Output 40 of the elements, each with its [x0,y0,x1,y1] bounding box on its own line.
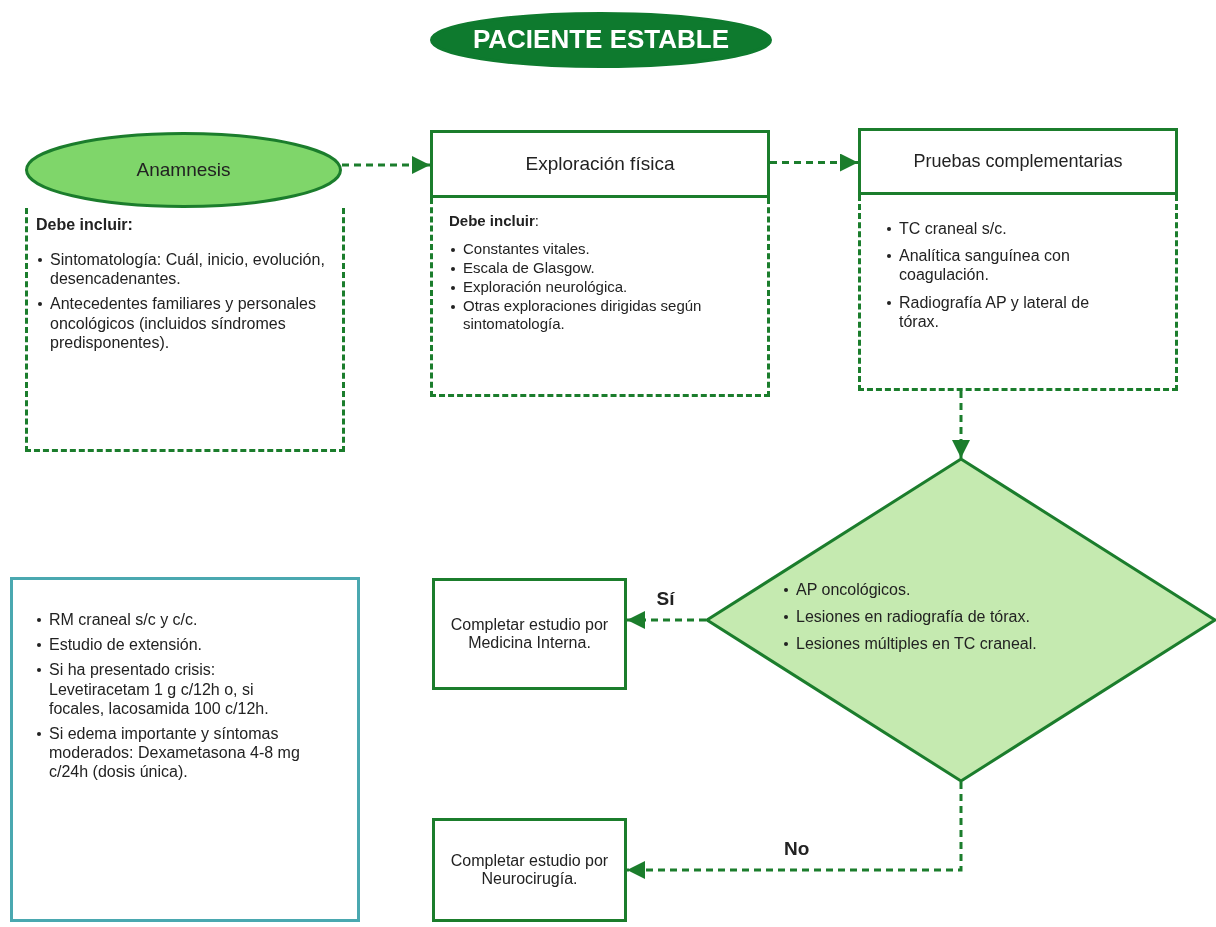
arrow [952,391,970,458]
node-text: Anamnesis [136,159,231,181]
bullet-item: Antecedentes familiares y personales oncológicos (incluidos síndromes predisponentes). [36,294,336,352]
note-box [430,198,770,397]
node-text: Completar estudio por Neurocirugía. [449,851,610,889]
bullet-item: Constantes vitales. [449,240,761,258]
process-box [430,130,770,198]
heading-text: Debe incluir: [449,212,541,229]
arrow [770,153,858,172]
bullet-item: Lesiones múltiples en TC craneal. [782,634,1196,654]
bullet-item: AP oncológicos. [782,580,1196,600]
note-box [10,577,360,922]
bullet-item: Radiografía AP y lateral de tórax. [885,292,1125,331]
arrow [627,782,963,879]
bullet-item: TC craneal s/c. [885,219,1125,239]
heading-text: Debe incluir: [36,216,134,234]
note-box [858,195,1178,391]
bullet-item: Si edema importante y síntomas moderados: Dexametasona 4-8 mg c/24h (dosis única). [35,723,307,782]
process-box [858,128,1178,195]
note-box [25,208,345,452]
arrow [627,611,706,629]
bullet-item: RM craneal s/c y c/c. [35,610,307,630]
bullet-item: Analítica sanguínea con coagulación. [885,246,1125,285]
start-ellipse [25,132,342,208]
bullet-item: Sintomatología: Cuál, inicio, evolución, desencadenantes. [36,250,336,289]
bullet-item: Estudio de extensión. [35,635,307,655]
bullet-item: Si ha presentado crisis: Levetiracetam 1 g c/12h o, si focales, lacosamida 100 c/12h. [35,660,307,718]
process-box [432,578,627,690]
arrow [342,156,430,174]
decision-diamond [706,458,1216,782]
bullet-item: Lesiones en radiografía de tórax. [782,607,1196,627]
node-text: Exploración física [525,153,675,175]
bullet-item: Exploración neurológica. [449,278,761,296]
bullet-item: Escala de Glasgow. [449,259,761,277]
node-text: Pruebas complementarias [913,151,1123,172]
title-banner [430,12,772,68]
node-text: PACIENTE ESTABLE [472,25,730,55]
bullet-item: Otras exploraciones dirigidas según sintomatología. [449,297,761,333]
process-box [432,818,627,922]
node-text: Completar estudio por Medicina Interna. [449,615,610,653]
